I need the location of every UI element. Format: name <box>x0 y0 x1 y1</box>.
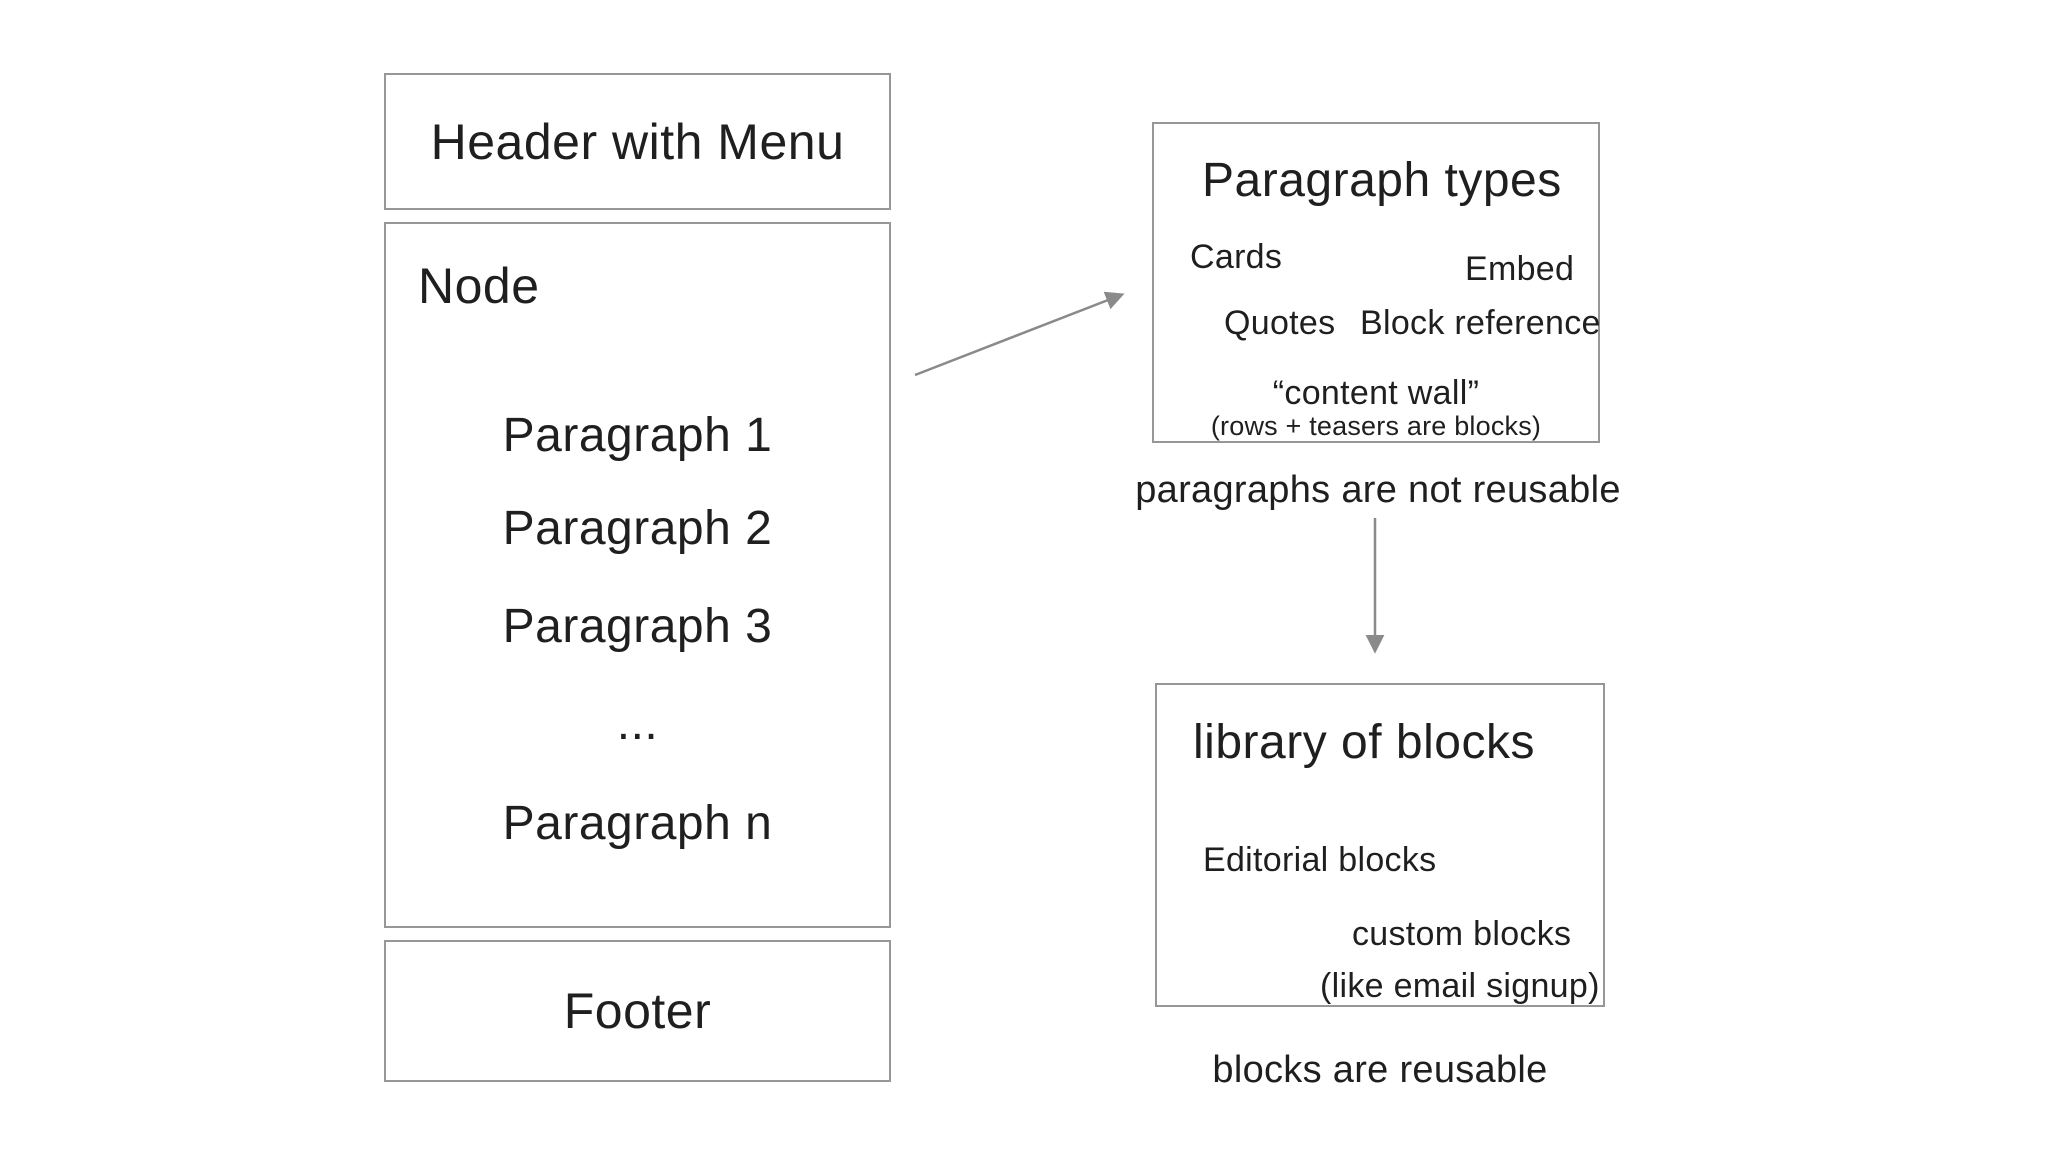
library-of-blocks-box: library of blocks Editorial blocks custo… <box>1155 683 1605 1007</box>
paragraph-item: Paragraph 2 <box>502 502 773 555</box>
paragraph-types-title: Paragraph types <box>1202 154 1562 207</box>
paragraph-type-quotes: Quotes <box>1224 304 1336 342</box>
custom-blocks-note: (like email signup) <box>1320 967 1600 1005</box>
footer-label: Footer <box>563 983 712 1039</box>
node-label: Node <box>418 258 540 314</box>
paragraph-ellipsis: ... <box>616 697 659 750</box>
editorial-blocks-label: Editorial blocks <box>1203 841 1437 879</box>
node-to-paragraph-types-arrow-icon <box>914 291 1125 377</box>
custom-blocks-label: custom blocks <box>1352 915 1572 953</box>
library-of-blocks-title: library of blocks <box>1193 716 1535 769</box>
node-box: Node Paragraph 1 Paragraph 2 Paragraph 3… <box>384 222 891 928</box>
paragraph-type-block-reference: Block reference <box>1360 304 1601 342</box>
header-label: Header with Menu <box>430 113 845 170</box>
paragraph-item: Paragraph 3 <box>502 600 773 653</box>
header-box: Header with Menu <box>384 73 891 210</box>
content-wall-note: (rows + teasers are blocks) <box>1210 411 1542 441</box>
blocks-reusable-caption: blocks are reusable <box>1212 1049 1548 1091</box>
paragraphs-not-reusable-caption: paragraphs are not reusable <box>1135 469 1621 511</box>
paragraph-item: Paragraph n <box>502 797 773 850</box>
paragraph-type-content-wall: “content wall” <box>1272 374 1480 412</box>
paragraph-type-embed: Embed <box>1465 250 1575 288</box>
paragraph-types-box: Paragraph types Cards Embed Quotes Block… <box>1152 122 1600 443</box>
footer-box: Footer <box>384 940 891 1082</box>
paragraph-item: Paragraph 1 <box>502 409 773 462</box>
paragraph-types-to-library-arrow-icon <box>1365 518 1385 654</box>
paragraph-type-cards: Cards <box>1190 238 1283 276</box>
